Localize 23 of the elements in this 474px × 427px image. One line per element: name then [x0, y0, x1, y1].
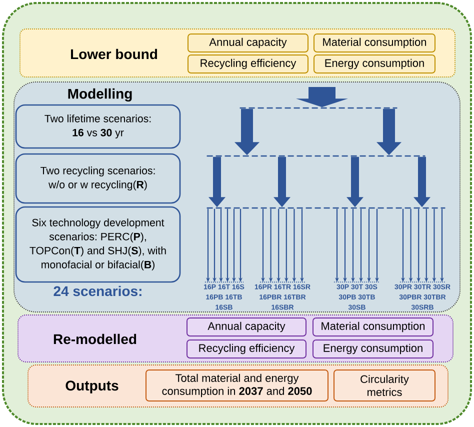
label-box: Recycling efficiency [186, 340, 306, 358]
label-box: Material consumption [312, 318, 434, 336]
block-arrow [346, 156, 364, 208]
block-arrow [376, 108, 402, 156]
block-arrow [234, 108, 260, 156]
block-arrow [208, 156, 226, 208]
label-box: Energy consumption [312, 340, 434, 358]
block-arrow [274, 156, 290, 208]
dashed-line [206, 207, 446, 209]
scenario-box: Six technology development scenarios: PERC(P), TOPCon(T) and SHJ(S), with monofacial or bifacial(B) [15, 206, 181, 283]
label-box: Material consumption [314, 34, 436, 52]
block-arrow [414, 156, 430, 208]
dashed-line [206, 155, 426, 157]
block-arrow [296, 87, 348, 108]
dashed-line [240, 107, 398, 109]
label-box: Annual capacity [186, 318, 306, 336]
label-box: Recycling efficiency [188, 54, 308, 74]
scenario-box: Two lifetime scenarios: 16 vs 30 yr [15, 104, 181, 149]
label-box: Circularity metrics [334, 370, 436, 402]
scenario-box: Two recycling scenarios: w/o or w recycling(R) [15, 153, 181, 204]
label-box: Energy consumption [314, 54, 436, 74]
label-box: Annual capacity [188, 34, 308, 52]
label-box: Total material and energy consumption in 2037 and 2050 [146, 370, 328, 402]
